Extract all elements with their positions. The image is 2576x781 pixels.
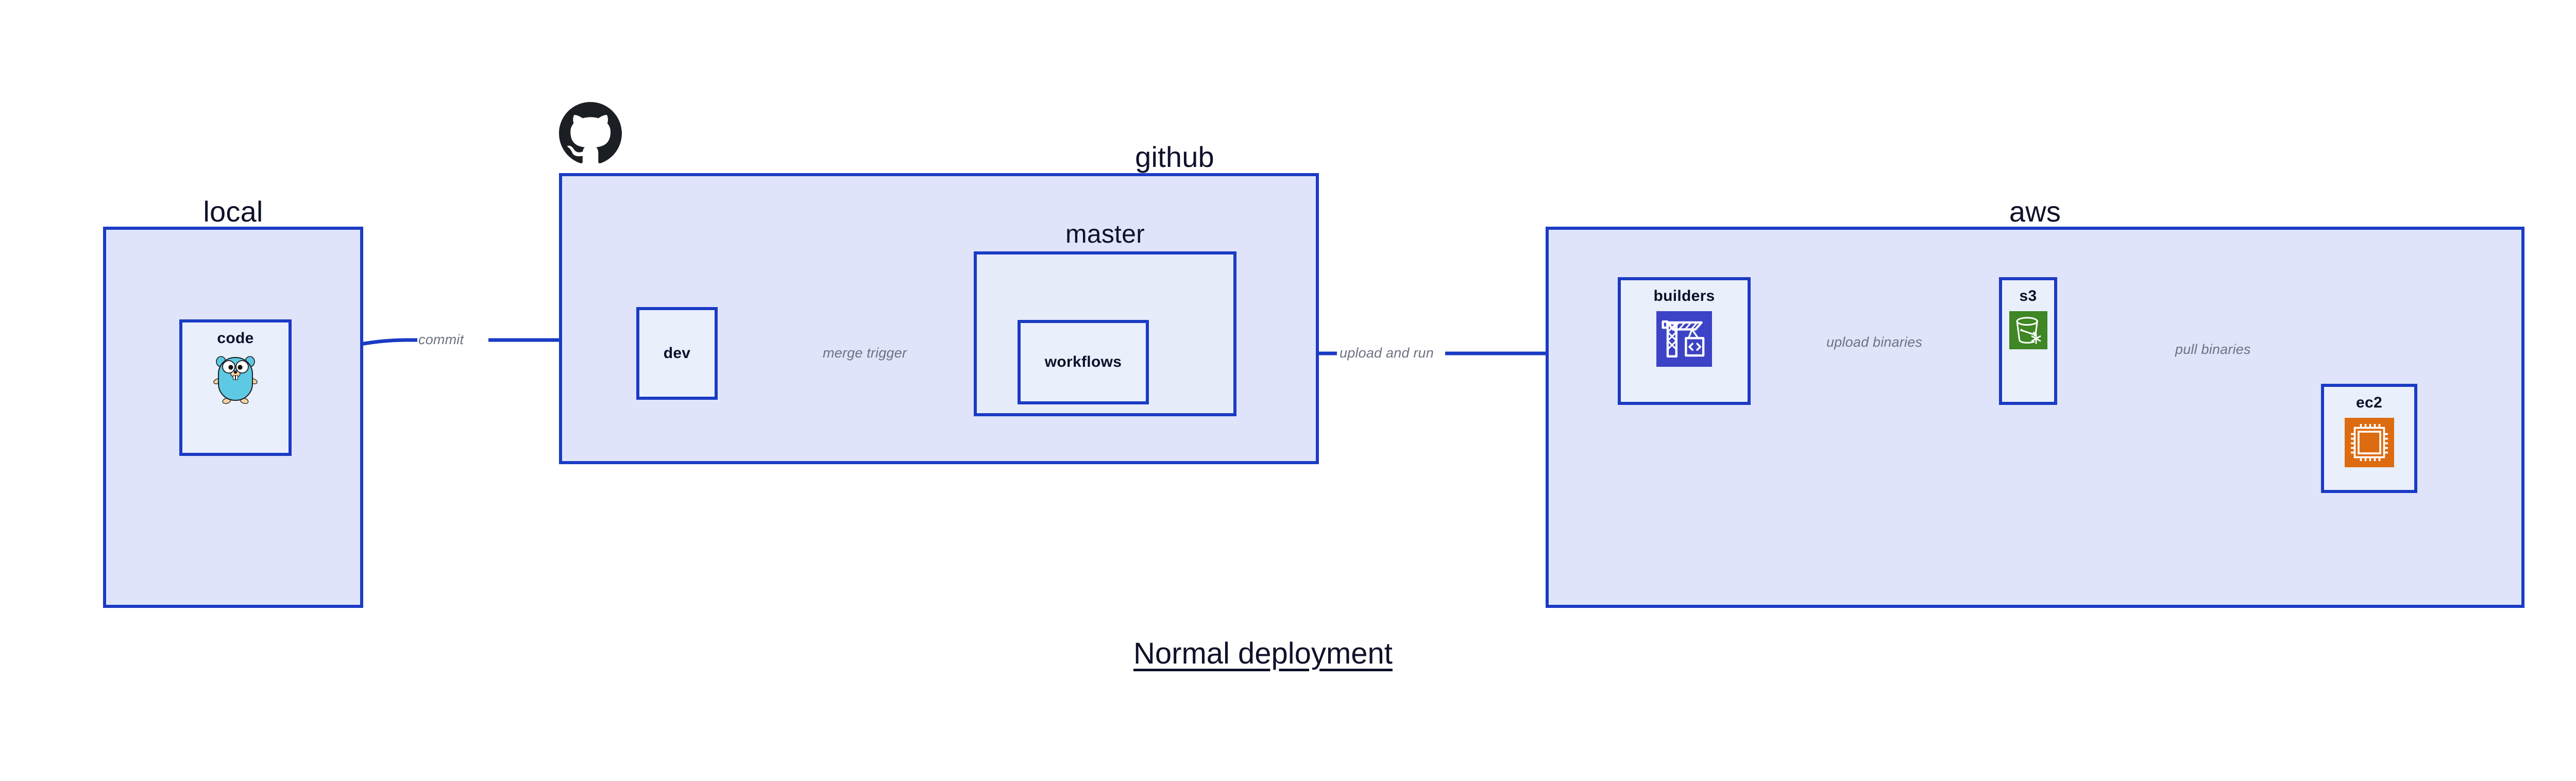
node-label-builders: builders xyxy=(1653,287,1715,304)
node-label-workflows: workflows xyxy=(1044,353,1122,370)
edge-label-merge-trigger: merge trigger xyxy=(823,345,907,361)
edge-label-pull-binaries: pull binaries xyxy=(2175,342,2251,357)
edge-label-upload-binaries: upload binaries xyxy=(1826,334,1923,350)
node-label-s3: s3 xyxy=(2019,287,2037,304)
node-label-ec2: ec2 xyxy=(2356,394,2382,411)
edge-label-commit: commit xyxy=(418,332,464,347)
group-label-github: github xyxy=(1135,141,1214,173)
node-dev[interactable]: dev xyxy=(636,307,718,400)
node-s3[interactable]: s3 xyxy=(1999,277,2057,405)
aws-codebuild-icon xyxy=(1656,311,1712,367)
aws-s3-bucket-icon xyxy=(2009,311,2047,349)
go-gopher-icon xyxy=(213,353,258,404)
group-label-aws: aws xyxy=(2009,195,2061,228)
group-label-master: master xyxy=(1065,219,1145,248)
node-workflows[interactable]: workflows xyxy=(1018,320,1149,404)
diagram-caption: Normal deployment xyxy=(1133,637,1393,670)
aws-ec2-chip-icon xyxy=(2344,418,2394,467)
group-label-local: local xyxy=(203,195,263,228)
node-code[interactable]: code xyxy=(179,319,292,456)
node-label-code: code xyxy=(217,330,254,347)
edge-label-upload-and-run: upload and run xyxy=(1340,345,1434,361)
github-octocat-icon xyxy=(559,102,622,165)
node-builders[interactable]: builders xyxy=(1618,277,1751,405)
node-label-dev: dev xyxy=(663,345,691,362)
node-ec2[interactable]: ec2 xyxy=(2321,384,2417,493)
